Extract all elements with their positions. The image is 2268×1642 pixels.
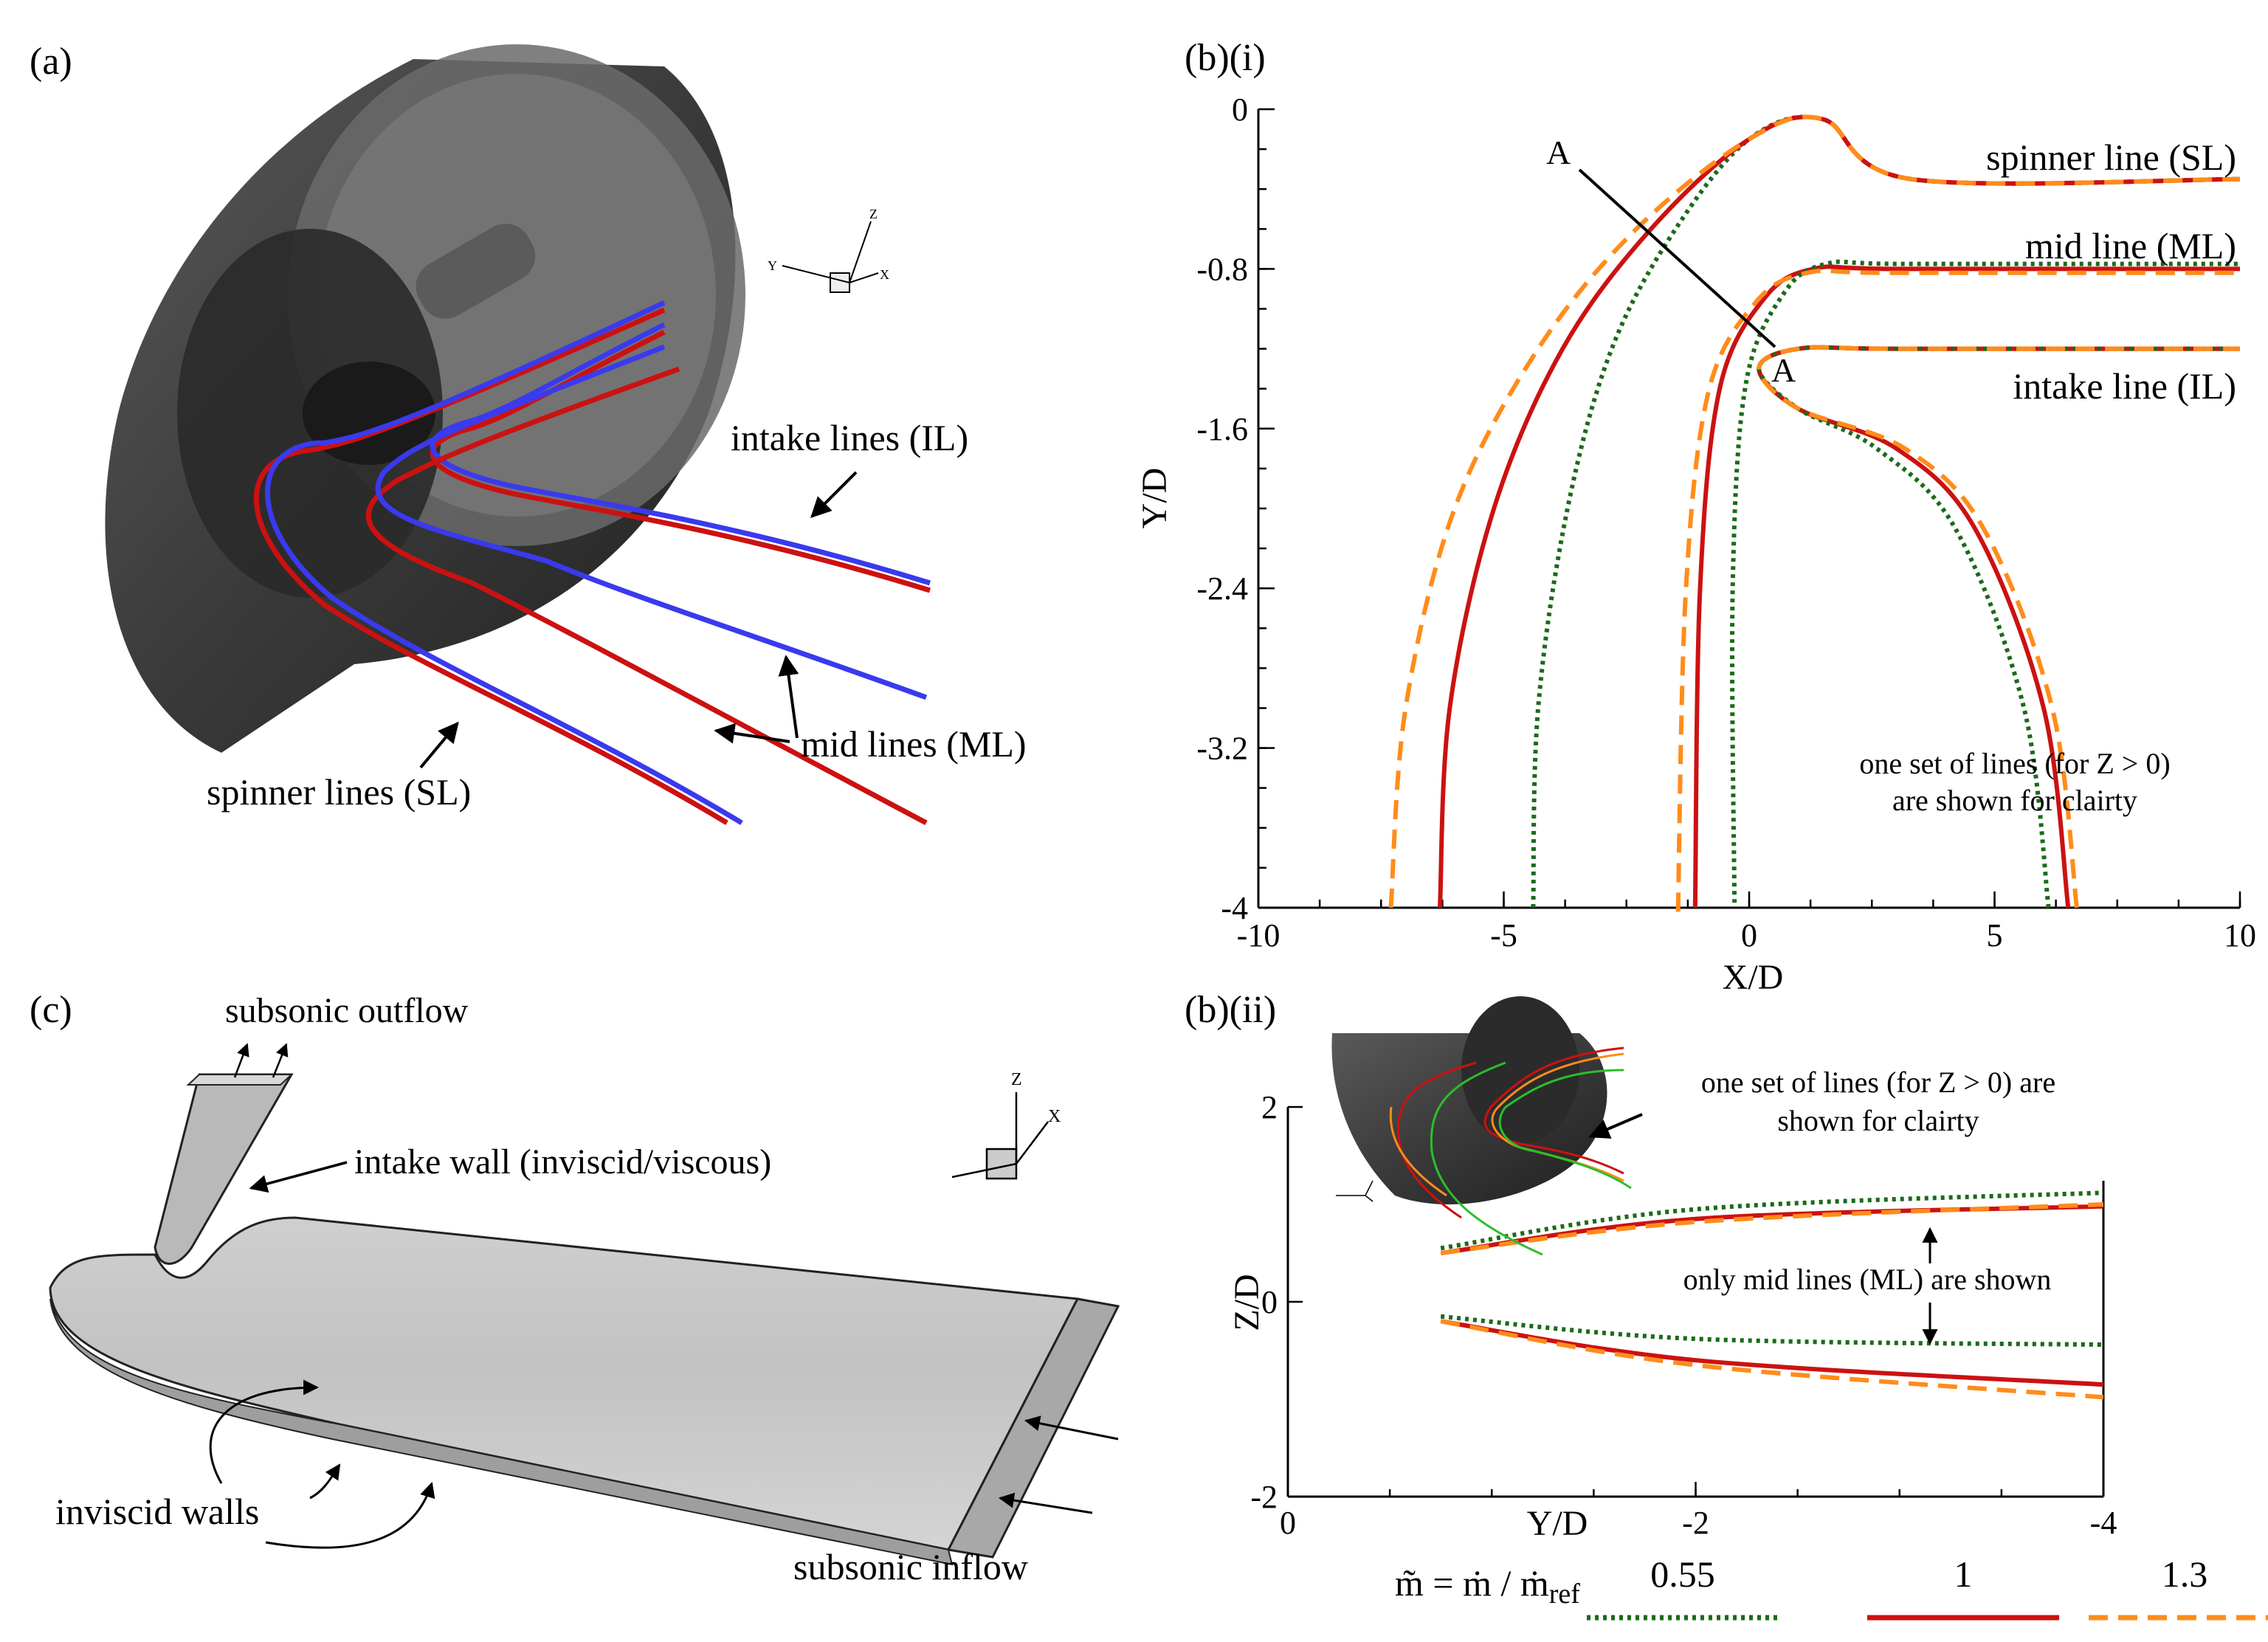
triad-x-label: X [880,267,889,282]
arrow-spinner-lines [419,721,459,769]
annot-mid-lines: mid lines (ML) [801,723,1027,765]
legend-entries: 0.55 1 1.3 [1587,1553,2268,1621]
arrow-inflow-b [998,1492,1093,1514]
series-ml-upper-1 [1440,1204,2104,1255]
arrow-inviscid-a [209,1379,320,1484]
arrow-mid-b [714,722,790,744]
plot-b-i: -10 -5 0 5 10 0 -0.8 -1.6 -2.4 -3.2 -4 [1196,92,2256,953]
axis-triad-a: Z Y X [768,207,889,293]
b-i-ytick-label: -2.4 [1196,570,1248,607]
panel-c: (c) Z X subsonic outflow intake wall (in… [30,989,1120,1587]
series-ml-upper-1_3 [1440,1202,2104,1255]
arrow-intake-lines [810,471,858,518]
series-ml-1 [1692,264,2240,908]
b-ii-xtick-label: 0 [1280,1505,1296,1541]
series-ml-lower-1_3 [1440,1319,2104,1400]
arrow-inflow-a [1024,1415,1119,1441]
panel-a-label: (a) [30,41,72,83]
legend-title: m̃ = ṁ / ṁref [1395,1562,1580,1610]
b-i-xtick-label: 10 [2224,917,2256,953]
triad-z-label: Z [869,207,878,221]
series-ml-lower-1 [1440,1319,2104,1387]
arrow-outflow-b [272,1043,289,1078]
series-il-1_3 [1757,345,2240,908]
annot-spinner-lines: spinner lines (SL) [207,771,471,813]
inset-nacelle [1331,996,1632,1256]
line-a-a [1578,168,1776,348]
b-ii-xtick-label: -2 [1682,1505,1709,1541]
panel-b-i-label: (b)(i) [1185,37,1266,79]
arrow-inviscid-c [265,1481,435,1549]
panel-a: (a) Z Y X intake lines (IL) [30,41,1027,826]
panel-b-ii-label: (b)(ii) [1185,989,1276,1031]
annot-subsonic-outflow: subsonic outflow [225,991,469,1030]
b-i-note-1: one set of lines (for Z > 0) [1859,747,2170,780]
b-ii-ytick-label: 2 [1261,1089,1278,1125]
point-a-lower: A [1771,351,1796,389]
b-i-ytick-label: -1.6 [1196,411,1248,447]
annot-subsonic-inflow: subsonic inflow [793,1546,1028,1587]
arrow-intake-wall [249,1161,348,1193]
b-i-ylabel: Y/D [1135,468,1174,529]
b-i-xtick-label: -10 [1237,917,1281,953]
series-ml-0_55 [1729,259,2240,903]
arrow-mid-a [778,655,799,739]
b-ii-note-1: one set of lines (for Z > 0) are [1701,1066,2055,1099]
legend-label-0_55: 0.55 [1650,1553,1715,1595]
legend-label-1_3: 1.3 [2162,1553,2208,1595]
series-ml-lower-0_55 [1440,1314,2104,1348]
nacelle-3d [105,44,745,753]
b-i-xtick-label: 0 [1741,917,1757,953]
legend: m̃ = ṁ / ṁref 0.55 1 1.3 [1395,1553,2268,1621]
b-i-xlabel: X/D [1723,958,1784,997]
annot-inviscid-walls: inviscid walls [55,1491,259,1532]
axis-triad-c: Z X [951,1070,1061,1180]
b-ii-xlabel: Y/D [1527,1504,1588,1543]
b-ii-ytick-label: 0 [1261,1284,1278,1320]
b-i-ytick-label: -0.8 [1196,251,1248,287]
panel-b-ii: (b)(ii) 0-2-420-2 Y/D Z/D one set of lin… [1185,989,2117,1543]
panel-c-label: (c) [30,989,72,1031]
b-i-xtick-label: -5 [1490,917,1517,953]
arrow-inviscid-b [309,1463,341,1500]
series-il-0_55 [1757,345,2240,908]
b-i-ytick-label: 0 [1232,92,1248,128]
streamlines-3d [253,300,931,826]
legend-label-1: 1 [1954,1553,1973,1595]
b-ii-ylabel: Z/D [1227,1274,1266,1331]
series-sl-1_3 [1388,114,2241,908]
point-a-upper: A [1546,134,1571,171]
label-spinner-line: spinner line (SL) [1986,137,2236,178]
label-intake-line: intake line (IL) [2013,365,2236,407]
triad-c-x-label: X [1048,1107,1061,1126]
triad-c-z-label: Z [1011,1070,1022,1089]
b-i-xtick-label: 5 [1987,917,2003,953]
b-ii-mid-note: only mid lines (ML) are shown [1683,1263,2052,1296]
label-mid-line: mid line (ML) [2025,225,2236,266]
b-ii-xtick-label: -4 [2090,1505,2117,1541]
b-ii-note-2: shown for clairty [1777,1104,1979,1137]
series-ml-1_3 [1675,268,2240,912]
domain-block-3d [49,1073,1120,1566]
arrow-outflow-a [233,1043,249,1078]
b-ii-ytick-label: -2 [1250,1479,1278,1515]
arrow-inset [1588,1113,1643,1139]
b-i-ytick-label: -4 [1221,890,1248,926]
triad-y-label: Y [768,258,777,273]
annot-intake-wall: intake wall (inviscid/viscous) [354,1142,771,1182]
b-i-note-2: are shown for clairty [1892,784,2137,817]
b-i-ytick-label: -3.2 [1196,731,1248,767]
annot-intake-lines: intake lines (IL) [731,417,968,458]
